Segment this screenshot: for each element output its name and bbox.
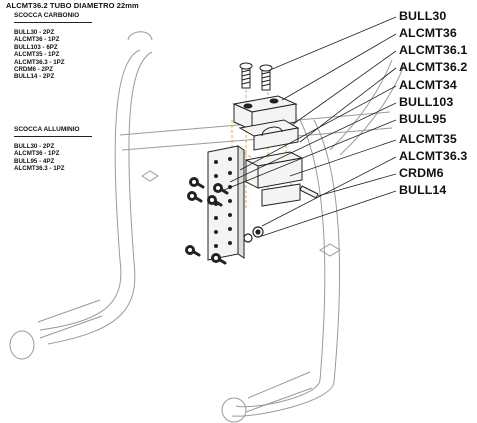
alcmt34-plate <box>207 145 245 261</box>
callout-label: ALCMT36.2 <box>399 60 468 74</box>
section-aluminium: SCOCCA ALLUMINIO BULL30 - 2PZ ALCMT36 - … <box>14 126 92 173</box>
bull14-nut <box>243 226 264 243</box>
section-title: SCOCCA CARBONIO <box>14 12 92 23</box>
callout-label: CRDM6 <box>399 166 444 180</box>
page-title: ALCMT36.2 TUBO DIAMETRO 22mm <box>6 1 139 10</box>
list-item: BULL30 - 2PZ <box>14 29 55 36</box>
parts-list: BULL30 - 2PZ ALCMT36 - 1PZ BULL95 - 4PZ … <box>14 143 92 173</box>
list-item: ALCMT36.3 - 1PZ <box>14 165 65 173</box>
list-item: CRDM6 - 2PZ <box>14 66 53 74</box>
list-item: BULL103 - 6PZ <box>14 43 58 51</box>
list-item: BULL14 - 2PZ <box>14 73 55 81</box>
frame-outline <box>9 31 405 423</box>
callout-label: ALCMT34 <box>399 78 457 92</box>
callout-label: ALCMT35 <box>399 132 457 146</box>
list-item: ALCMT36 - 1PZ <box>14 36 60 44</box>
list-item: BULL30 - 2PZ <box>14 143 55 150</box>
leader-lines <box>223 16 397 237</box>
callout-label: ALCMT36.1 <box>399 43 468 57</box>
callout-label: BULL103 <box>399 95 454 109</box>
crdm6-pin <box>299 185 319 199</box>
callout-label: BULL30 <box>399 9 447 23</box>
callout-label: BULL95 <box>399 112 447 126</box>
section-carbon: SCOCCA CARBONIO BULL30 - 2PZ ALCMT36 - 1… <box>14 12 92 81</box>
section-title: SCOCCA ALLUMINIO <box>14 126 92 137</box>
callout-label: ALCMT36.3 <box>399 149 468 163</box>
callout-label: ALCMT36 <box>399 26 457 40</box>
list-item: ALCMT35 - 1PZ <box>14 51 60 59</box>
list-item: ALCMT36 - 1PZ <box>14 150 60 158</box>
bull30-bolt <box>239 62 273 91</box>
callout-label: BULL14 <box>399 183 447 197</box>
list-item: BULL95 - 4PZ <box>14 157 55 165</box>
alcmt35-bracket <box>244 151 304 207</box>
alcmt36-1-clamp <box>238 119 300 151</box>
parts-list: BULL30 - 2PZ ALCMT36 - 1PZ BULL103 - 6PZ… <box>14 29 92 81</box>
list-item: ALCMT36.3 - 1PZ <box>14 58 65 66</box>
